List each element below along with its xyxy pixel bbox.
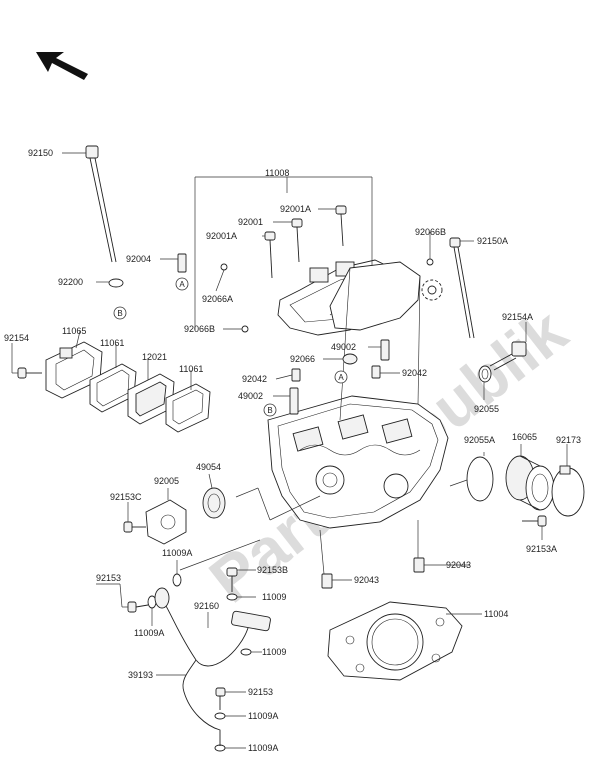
label-92154: 92154 xyxy=(4,333,29,343)
tappet-49002-a xyxy=(380,339,390,361)
washer-11009-b xyxy=(240,648,252,656)
label-92042-b: 92042 xyxy=(402,368,427,378)
label-92066: 92066 xyxy=(290,354,315,364)
label-92055A: 92055A xyxy=(464,435,495,445)
label-92153-b: 92153 xyxy=(248,687,273,697)
oil-pipe-39193 xyxy=(154,587,271,746)
label-11009A-a: 11009A xyxy=(162,548,192,558)
leader-92153-a-2 xyxy=(119,583,123,608)
marker-b-upper: B xyxy=(113,306,127,320)
label-92200: 92200 xyxy=(58,277,83,287)
plug-92066A xyxy=(220,263,228,271)
label-92160: 92160 xyxy=(194,601,219,611)
label-92043-b: 92043 xyxy=(446,560,471,570)
label-92153C: 92153C xyxy=(110,492,142,502)
marker-a-lower: A xyxy=(334,370,348,384)
plug-92066B-top xyxy=(426,258,434,266)
label-92153A: 92153A xyxy=(526,544,557,554)
label-11009-b: 11009 xyxy=(262,647,286,657)
o-ring-92055A xyxy=(466,456,494,502)
long-bolt-92150 xyxy=(85,145,117,263)
dowel-92043-a xyxy=(321,573,333,589)
label-11061-b: 11061 xyxy=(179,364,203,374)
cylinder-head-upper xyxy=(329,261,421,421)
label-92066B-left: 92066B xyxy=(184,324,215,334)
label-49054: 49054 xyxy=(196,462,221,472)
tappet-49002-b xyxy=(289,387,299,415)
label-11065: 11065 xyxy=(62,326,86,336)
label-92173: 92173 xyxy=(556,435,581,445)
label-92150A: 92150A xyxy=(477,236,508,246)
label-92153B: 92153B xyxy=(257,565,288,575)
dowel-92043-b xyxy=(413,557,425,573)
label-16065: 16065 xyxy=(512,432,537,442)
svg-text:B: B xyxy=(117,309,122,318)
marker-b-lower: B xyxy=(263,403,277,417)
long-bolt-92150A xyxy=(449,237,475,339)
bolt-92153C xyxy=(123,521,146,533)
svg-text:A: A xyxy=(179,280,185,289)
label-92150: 92150 xyxy=(28,148,53,158)
gasket-11061-b xyxy=(165,383,211,433)
cylinder-head-11008-assembly xyxy=(267,395,449,529)
washer-11009-a xyxy=(226,593,238,601)
washer-11009A-c xyxy=(214,712,226,720)
oil-seal-49054 xyxy=(202,487,226,519)
bolt-92153-b xyxy=(215,687,226,710)
fitting-92005 xyxy=(145,499,187,545)
label-39193: 39193 xyxy=(128,670,153,680)
svg-text:B: B xyxy=(267,406,272,415)
bolt-92153A xyxy=(522,515,547,527)
bolt-92154 xyxy=(17,367,42,379)
gear-icon xyxy=(421,279,443,301)
label-92004: 92004 xyxy=(126,254,151,264)
dowel-92042-a xyxy=(291,368,301,382)
label-92154A: 92154A xyxy=(502,312,533,322)
clamp-92173 xyxy=(551,465,585,517)
o-ring-92055 xyxy=(478,365,492,383)
svg-text:A: A xyxy=(338,373,344,382)
label-92005: 92005 xyxy=(154,476,179,486)
part-number-labels: 92150 11008 92001A 92001 92001A 92004 92… xyxy=(4,148,581,753)
label-11061-a: 11061 xyxy=(100,338,124,348)
cap-bolts-92001 xyxy=(264,205,347,279)
label-11009A-b: 11009A xyxy=(134,628,164,638)
bolt-92153-a xyxy=(127,601,149,613)
label-92001A-left: 92001A xyxy=(206,231,237,241)
label-12021: 12021 xyxy=(142,352,167,362)
leader-lines xyxy=(11,152,568,749)
marker-a-upper: A xyxy=(175,277,189,291)
washer-92200 xyxy=(108,278,124,288)
label-11009A-d: 11009A xyxy=(248,743,278,753)
label-11008: 11008 xyxy=(265,168,289,178)
label-92066A: 92066A xyxy=(202,294,233,304)
label-92153-a: 92153 xyxy=(96,573,121,583)
label-92043-a: 92043 xyxy=(354,575,379,585)
label-11004: 11004 xyxy=(484,609,508,619)
label-92055: 92055 xyxy=(474,404,499,414)
label-11009A-c: 11009A xyxy=(248,711,278,721)
spark-plug-92154A xyxy=(489,341,527,371)
washer-11009A-a xyxy=(172,573,182,587)
head-gasket-11004 xyxy=(327,601,463,681)
dowel-92042-b xyxy=(371,365,381,379)
label-92001A-top: 92001A xyxy=(280,204,311,214)
washer-92066 xyxy=(342,353,358,365)
label-92042-a: 92042 xyxy=(242,374,267,384)
plug-92066B-left xyxy=(241,325,249,333)
label-49002-a: 49002 xyxy=(331,342,356,352)
bolt-92153B xyxy=(226,567,238,592)
label-92001: 92001 xyxy=(238,217,263,227)
label-11009-a: 11009 xyxy=(262,592,286,602)
orientation-arrow-icon xyxy=(36,52,88,80)
stud-92004 xyxy=(177,253,187,273)
label-92066B-top: 92066B xyxy=(415,227,446,237)
label-49002-b: 49002 xyxy=(238,391,263,401)
reed-cover-11065 xyxy=(45,341,103,399)
intake-holder-16065 xyxy=(505,455,555,511)
